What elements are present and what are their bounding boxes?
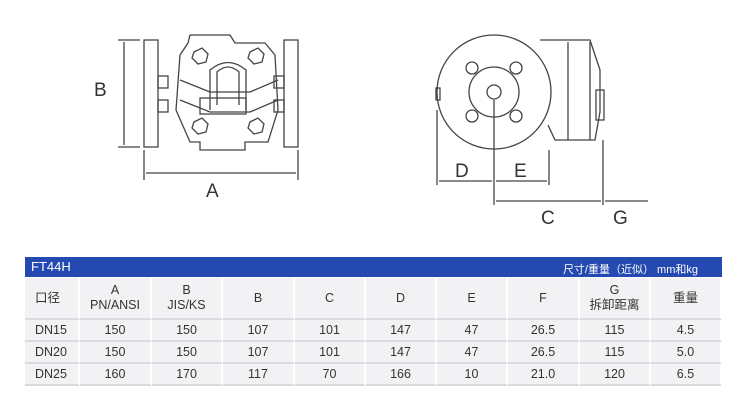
table-cell: DN25	[25, 364, 80, 386]
header-top: A	[110, 283, 120, 297]
table-cell: 70	[295, 364, 366, 386]
header-top: G	[609, 283, 620, 297]
table-cell: 26.5	[508, 320, 580, 342]
label-E: E	[514, 161, 527, 182]
header-top: F	[539, 290, 547, 305]
table-cell: 21.0	[508, 364, 580, 386]
table-cell: 107	[223, 342, 295, 364]
table-cell: 26.5	[508, 342, 580, 364]
column-header: D	[366, 278, 437, 320]
table-cell: 120	[580, 364, 651, 386]
table-cell: 101	[295, 342, 366, 364]
table-cell: 160	[80, 364, 152, 386]
header-top: 重量	[672, 290, 698, 305]
header-bottom: PN/ANSI	[89, 298, 140, 312]
header-bottom: 拆卸距离	[589, 298, 640, 312]
side-view	[435, 34, 648, 205]
table-cell: 4.5	[651, 320, 722, 342]
header-top: 口径	[35, 290, 61, 305]
header-top: E	[467, 290, 476, 305]
table-cell: 5.0	[651, 342, 722, 364]
table-cell: 147	[366, 320, 437, 342]
header-top: C	[324, 290, 335, 305]
dimension-drawing: B A D E C G	[94, 34, 648, 229]
label-B: B	[94, 80, 107, 101]
header-top: B	[182, 283, 191, 297]
table-cell: 147	[366, 342, 437, 364]
front-view	[118, 34, 299, 180]
column-header: E	[437, 278, 508, 320]
table-cell: 117	[223, 364, 295, 386]
unit-note: 尺寸/重量（近似） mm和kg	[562, 264, 698, 276]
label-A: A	[206, 181, 219, 202]
table-cell: DN15	[25, 320, 80, 342]
table-cell: 47	[437, 342, 508, 364]
column-header: B	[223, 278, 295, 320]
table-cell: 166	[366, 364, 437, 386]
table-cell: DN20	[25, 342, 80, 364]
label-D: D	[455, 161, 469, 182]
table-cell: 47	[437, 320, 508, 342]
header-top: B	[253, 290, 263, 305]
column-header: 重量	[651, 278, 722, 320]
column-header: F	[508, 278, 580, 320]
table-cell: 101	[295, 320, 366, 342]
header-top: D	[395, 290, 406, 305]
table-cell: 170	[152, 364, 223, 386]
table-cell: 150	[80, 320, 152, 342]
table-cell: 6.5	[651, 364, 722, 386]
table-cell: 115	[580, 320, 651, 342]
table-cell: 150	[80, 342, 152, 364]
table-cell: 150	[152, 320, 223, 342]
column-header: C	[295, 278, 366, 320]
table-cell: 150	[152, 342, 223, 364]
table-cell: 115	[580, 342, 651, 364]
table-cell: 107	[223, 320, 295, 342]
label-G: G	[613, 208, 628, 229]
table-title-bar: FT44H 尺寸/重量（近似） mm和kg	[25, 257, 722, 277]
column-header: 口径	[25, 278, 80, 320]
table-cell: 10	[437, 364, 508, 386]
model-title: FT44H	[31, 259, 71, 274]
label-C: C	[541, 208, 555, 229]
header-bottom: JIS/KS	[167, 298, 206, 312]
